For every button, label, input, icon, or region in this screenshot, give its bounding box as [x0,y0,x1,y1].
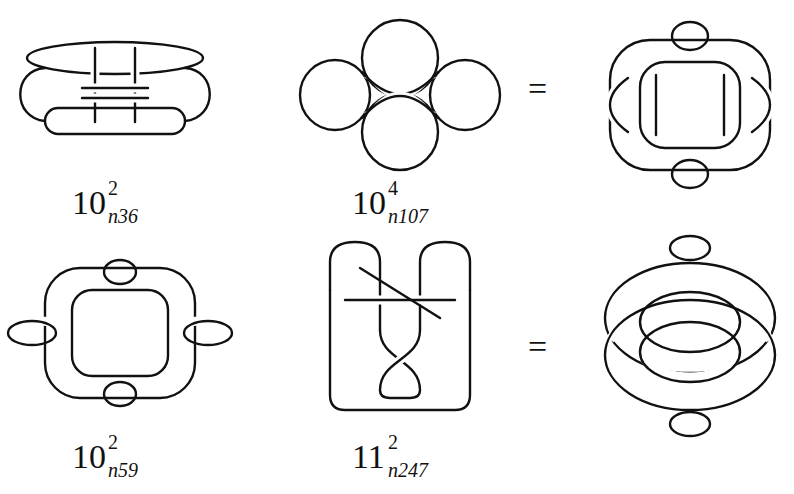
equals-sign: = [528,72,547,106]
link-10-4-n107 [300,20,500,170]
link-index: n247 [388,460,428,480]
link-10-2-n36 [20,42,210,134]
link-11-2-n247-alt [605,236,775,436]
component-count: 4 [388,178,398,198]
link-index: n59 [108,460,138,480]
component-count: 2 [388,432,398,452]
equals-sign: = [528,330,547,364]
link-index: n36 [108,206,138,226]
component-count: 2 [108,432,118,452]
link-crossings: 10 [72,186,106,220]
link-crossings: 10 [352,186,386,220]
component-count: 2 [108,178,118,198]
link-10-4-n107-alt [610,22,770,188]
link-crossings: 10 [72,440,106,474]
link-crossings: 11 [352,440,385,474]
link-11-2-n247 [330,242,470,410]
link-index: n107 [388,206,428,226]
link-10-2-n59 [8,256,232,410]
